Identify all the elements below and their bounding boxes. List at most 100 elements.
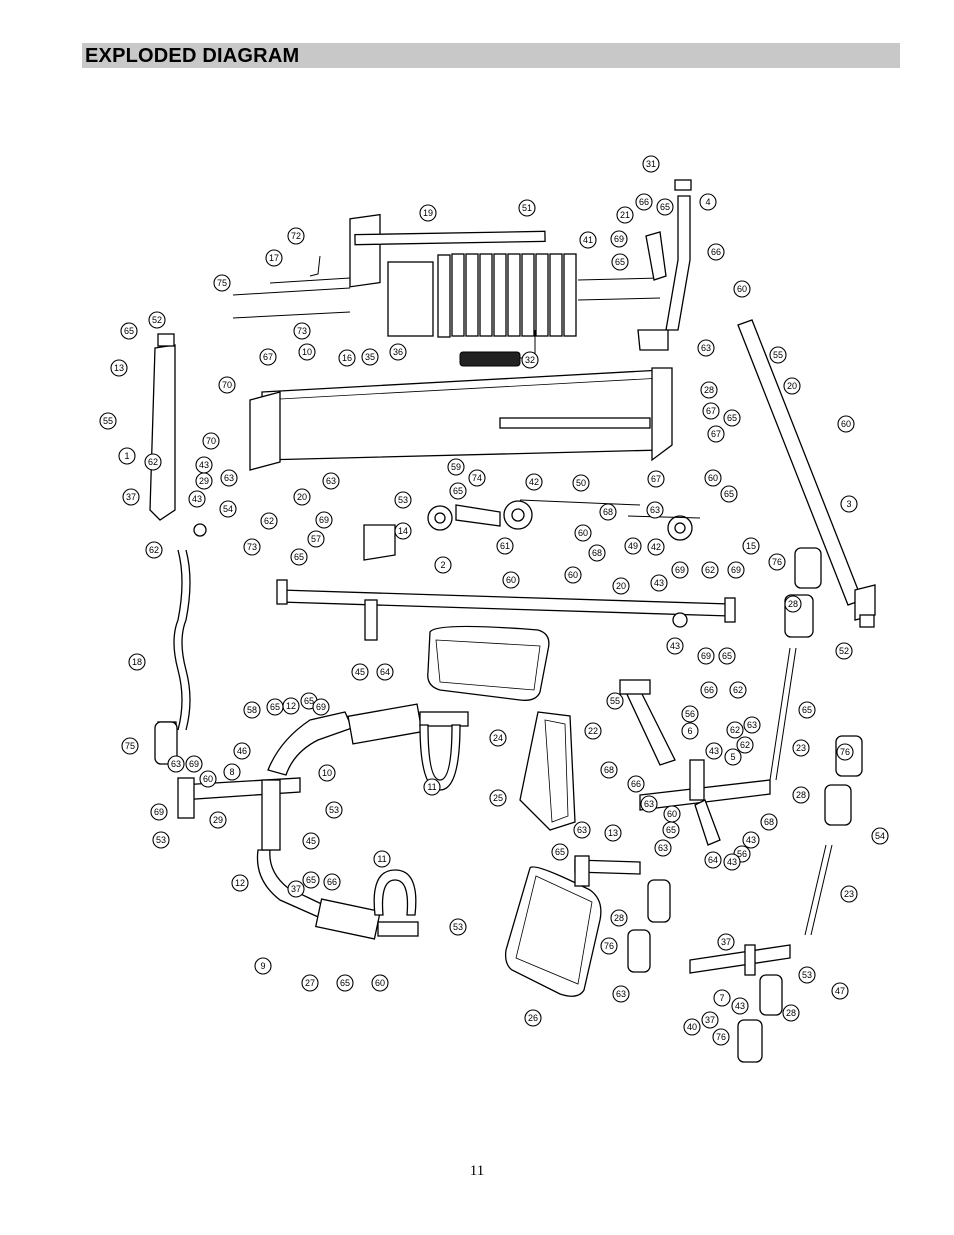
callout: 12 [231, 874, 249, 892]
svg-text:67: 67 [651, 474, 661, 484]
callout: 50 [572, 474, 590, 492]
callout: 62 [736, 736, 754, 754]
svg-text:2: 2 [440, 560, 445, 570]
svg-text:64: 64 [708, 855, 718, 865]
callout: 45 [351, 663, 369, 681]
svg-text:66: 66 [711, 247, 721, 257]
svg-text:23: 23 [844, 889, 854, 899]
callout: 69 [610, 230, 628, 248]
svg-text:60: 60 [708, 473, 718, 483]
callout: 66 [707, 243, 725, 261]
callout: 61 [496, 537, 514, 555]
callout: 64 [376, 663, 394, 681]
callout: 65 [302, 871, 320, 889]
callout: 24 [489, 729, 507, 747]
callout: 53 [394, 491, 412, 509]
svg-text:67: 67 [706, 406, 716, 416]
callout: 28 [782, 1004, 800, 1022]
callout: 23 [792, 739, 810, 757]
svg-text:65: 65 [306, 875, 316, 885]
svg-text:69: 69 [189, 759, 199, 769]
svg-text:67: 67 [263, 352, 273, 362]
seat-pad-upper [519, 711, 576, 831]
svg-text:59: 59 [451, 462, 461, 472]
svg-text:60: 60 [667, 809, 677, 819]
callout: 28 [610, 909, 628, 927]
callout: 63 [743, 716, 761, 734]
svg-text:5: 5 [730, 752, 735, 762]
callout: 55 [769, 346, 787, 364]
svg-text:55: 55 [610, 696, 620, 706]
callout: 60 [704, 469, 722, 487]
callout: 60 [502, 571, 520, 589]
svg-text:9: 9 [260, 961, 265, 971]
callout: 20 [612, 577, 630, 595]
svg-text:62: 62 [148, 457, 158, 467]
svg-text:4: 4 [705, 197, 710, 207]
callout: 6 [681, 722, 699, 740]
callout: 69 [697, 647, 715, 665]
svg-text:29: 29 [199, 476, 209, 486]
svg-text:66: 66 [327, 877, 337, 887]
callout: 55 [99, 412, 117, 430]
callout: 69 [312, 698, 330, 716]
svg-text:37: 37 [126, 492, 136, 502]
callout: 54 [871, 827, 889, 845]
callout: 26 [524, 1009, 542, 1027]
callout: 20 [783, 377, 801, 395]
svg-text:63: 63 [616, 989, 626, 999]
callout: 54 [219, 500, 237, 518]
svg-text:12: 12 [235, 878, 245, 888]
svg-text:6: 6 [687, 726, 692, 736]
svg-text:24: 24 [493, 733, 503, 743]
callout: 41 [579, 231, 597, 249]
callout: 37 [701, 1011, 719, 1029]
svg-text:69: 69 [731, 565, 741, 575]
callout: 65 [449, 482, 467, 500]
callout: 20 [293, 488, 311, 506]
svg-text:58: 58 [247, 705, 257, 715]
callout: 53 [325, 801, 343, 819]
svg-text:42: 42 [651, 542, 661, 552]
svg-text:22: 22 [588, 726, 598, 736]
callout: 29 [195, 472, 213, 490]
section-title: EXPLODED DIAGRAM [85, 45, 300, 67]
svg-text:7: 7 [719, 993, 724, 1003]
svg-text:69: 69 [614, 234, 624, 244]
callout: 66 [627, 775, 645, 793]
callout: 36 [389, 343, 407, 361]
callout: 65 [266, 698, 284, 716]
seat-frame-right [574, 679, 791, 976]
svg-text:10: 10 [322, 768, 332, 778]
svg-text:15: 15 [746, 541, 756, 551]
svg-text:53: 53 [398, 495, 408, 505]
svg-text:65: 65 [724, 489, 734, 499]
callout: 76 [768, 553, 786, 571]
svg-text:32: 32 [525, 355, 535, 365]
part-callouts: 31 4 66 65 21 69 51 19 72 17 75 41 65 66… [99, 155, 889, 1046]
callout: 66 [635, 193, 653, 211]
callout: 43 [188, 490, 206, 508]
svg-text:69: 69 [154, 807, 164, 817]
callout: 10 [318, 764, 336, 782]
callout: 57 [307, 530, 325, 548]
roller-pads [154, 547, 863, 1063]
svg-text:26: 26 [528, 1013, 538, 1023]
callout: 47 [831, 982, 849, 1000]
callout: 68 [599, 503, 617, 521]
callout: 60 [733, 280, 751, 298]
callout: 2 [434, 556, 452, 574]
svg-text:43: 43 [670, 641, 680, 651]
svg-text:10: 10 [302, 347, 312, 357]
callout: 43 [723, 853, 741, 871]
callout: 64 [704, 851, 722, 869]
callout: 17 [265, 249, 283, 267]
callout: 63 [646, 501, 664, 519]
svg-text:52: 52 [152, 315, 162, 325]
svg-text:68: 68 [603, 507, 613, 517]
callout: 8 [223, 763, 241, 781]
svg-text:60: 60 [578, 528, 588, 538]
callout: 65 [720, 485, 738, 503]
svg-text:43: 43 [735, 1001, 745, 1011]
